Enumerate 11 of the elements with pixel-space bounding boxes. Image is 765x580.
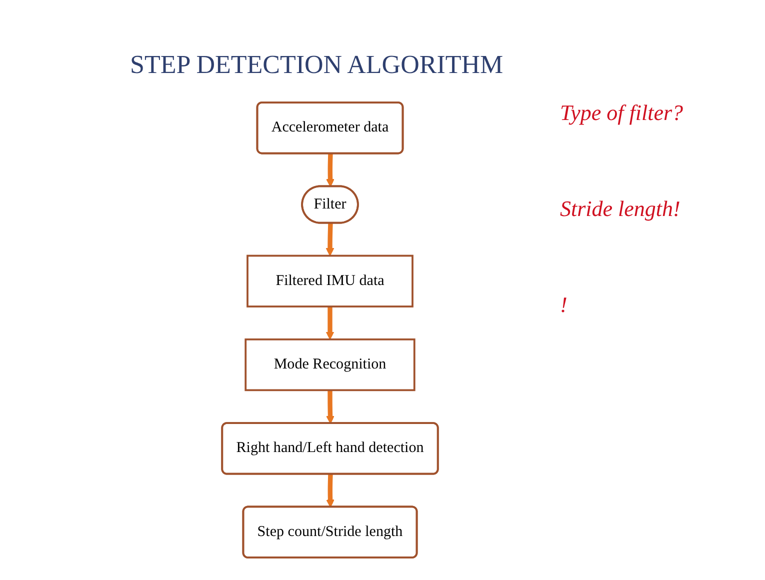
arrow <box>326 154 334 188</box>
node-box: Filtered IMU data <box>246 254 414 308</box>
arrow <box>326 223 334 256</box>
arrow <box>326 390 334 424</box>
handwritten-note: ! <box>560 292 568 318</box>
arrow <box>326 474 334 508</box>
node-box: Mode Recognition <box>244 338 416 392</box>
handwritten-note: Type of filter? <box>560 100 684 126</box>
slide-title: STEP DETECTION ALGORITHM <box>130 50 504 80</box>
arrow <box>326 306 334 340</box>
handwritten-note: Stride length! <box>560 196 682 222</box>
